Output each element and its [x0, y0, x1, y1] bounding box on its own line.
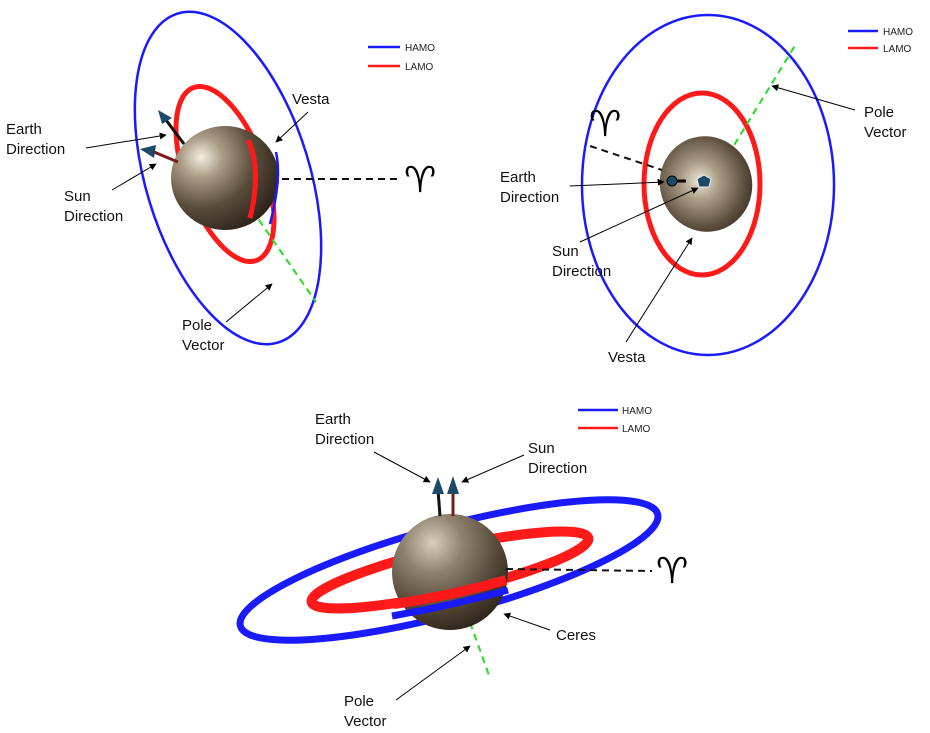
earth-direction-arrow — [164, 119, 186, 145]
vesta-pointer — [275, 111, 309, 143]
hamo-orbit — [133, 10, 323, 346]
aries-symbol: ♈ — [589, 104, 621, 145]
earth-direction-arrow — [436, 489, 442, 517]
aries-symbol: ♈ — [656, 551, 688, 592]
legend-ceres: HAMO LAMO — [578, 406, 652, 435]
earth-arrow-head — [158, 110, 172, 124]
panel-vesta-side: ♈ Vesta Earth Direction Sun Direction Po… — [6, 10, 436, 354]
sun-direction-label: Sun Direction — [528, 440, 587, 477]
earth-direction-pointer — [85, 132, 167, 149]
vesta-pointer — [625, 237, 693, 343]
sun-direction-label: Sun Direction — [552, 243, 611, 280]
vesta-label: Vesta — [292, 91, 330, 108]
pole-vector-label: Pole Vector — [864, 104, 907, 141]
earth-direction-pointer — [569, 178, 665, 187]
earth-direction-label: Earth Direction — [500, 169, 559, 206]
legend-lamo: LAMO — [405, 62, 434, 73]
panel-vesta-top: ♈ Pole Vector Earth Direction Sun Direct… — [500, 13, 913, 366]
aries-symbol: ♈ — [404, 160, 436, 201]
pole-vector-pointer — [225, 283, 273, 323]
earth-direction-marker — [666, 175, 678, 187]
pole-vector-pointer — [395, 645, 471, 701]
equinox-line — [589, 145, 663, 171]
sun-arrow-head — [447, 476, 459, 494]
sun-direction-pointer — [579, 187, 699, 243]
earth-arrow-head — [432, 477, 444, 494]
panel-ceres: ♈ Earth Direction Sun Direction Ceres Po… — [236, 406, 688, 730]
lamo-orbit — [641, 90, 763, 278]
legend-hamo: HAMO — [405, 43, 435, 54]
equinox-line — [505, 568, 653, 572]
pole-vector-axis — [244, 199, 317, 303]
legend-vesta-side: HAMO LAMO — [368, 43, 435, 73]
vesta-body — [171, 126, 279, 230]
legend-lamo: LAMO — [622, 424, 651, 435]
ceres-label: Ceres — [556, 627, 596, 644]
sun-arrow-head — [140, 145, 156, 158]
pole-vector-label: Pole Vector — [344, 693, 387, 730]
legend-hamo: HAMO — [622, 406, 652, 417]
earth-direction-pointer — [373, 451, 431, 483]
sun-direction-pointer — [461, 454, 525, 483]
pole-vector-label: Pole Vector — [182, 317, 225, 354]
vesta-label: Vesta — [608, 349, 646, 366]
ceres-pointer — [503, 612, 551, 631]
earth-direction-label: Earth Direction — [6, 121, 65, 158]
legend-lamo: LAMO — [883, 44, 912, 55]
sun-direction-marker — [696, 174, 712, 188]
sun-direction-label: Sun Direction — [64, 188, 123, 225]
pole-vector-pointer — [771, 84, 856, 111]
sun-direction-pointer — [111, 163, 157, 191]
lamo-orbit-front — [393, 575, 508, 609]
hamo-orbit-front — [391, 586, 509, 620]
earth-direction-label: Earth Direction — [315, 411, 374, 448]
hamo-orbit-front — [268, 151, 280, 225]
legend-vesta-top: HAMO LAMO — [848, 27, 913, 55]
lamo-orbit-front — [245, 138, 258, 219]
legend-hamo: HAMO — [883, 27, 913, 38]
pole-vector-axis — [727, 43, 797, 156]
sun-direction-arrow — [153, 150, 179, 164]
